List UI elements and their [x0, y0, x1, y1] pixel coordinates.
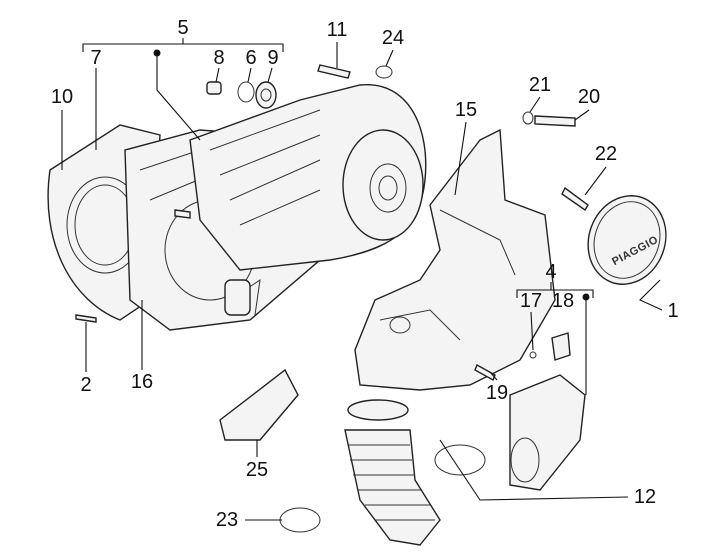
- label-11: 11: [326, 19, 348, 41]
- bracket-part-25: [219, 368, 299, 441]
- leader-lines: [61, 38, 663, 521]
- label-19: 19: [485, 382, 509, 404]
- label-5: 5: [177, 17, 189, 39]
- intake-part-4: [153, 49, 590, 491]
- label-10: 10: [50, 86, 74, 108]
- label-24: 24: [381, 27, 405, 49]
- label-15: 15: [454, 99, 478, 121]
- air-duct-part-15: [354, 128, 556, 391]
- label-9: 9: [267, 47, 279, 69]
- label-8: 8: [213, 47, 225, 69]
- label-25: 25: [245, 459, 269, 481]
- label-20: 20: [577, 86, 601, 108]
- transmission-cover: [189, 84, 427, 271]
- label-6: 6: [245, 47, 257, 69]
- label-18: 18: [551, 290, 575, 312]
- label-16: 16: [130, 371, 154, 393]
- label-12: 12: [633, 486, 657, 508]
- small-parts: [75, 64, 393, 323]
- cover-cap-part-1: [587, 195, 667, 285]
- label-22: 22: [594, 143, 618, 165]
- screws: [474, 111, 589, 381]
- label-4: 4: [545, 261, 557, 283]
- label-2: 2: [80, 374, 92, 396]
- label-1: 1: [667, 300, 679, 322]
- label-7: 7: [90, 47, 102, 69]
- label-21: 21: [528, 74, 552, 96]
- label-17: 17: [519, 290, 543, 312]
- label-23: 23: [215, 509, 239, 531]
- hose-part-12: [279, 399, 486, 546]
